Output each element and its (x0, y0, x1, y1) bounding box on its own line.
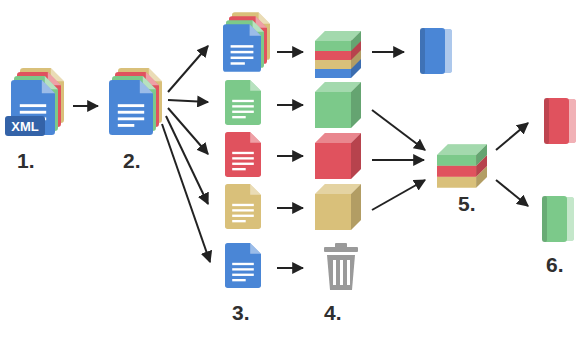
trash-can (324, 243, 358, 290)
callout-number: 4. (324, 302, 342, 323)
merged-cube (437, 144, 487, 188)
callout-number: 1. (17, 150, 35, 171)
flow-arrows (73, 46, 528, 268)
data-cubes (315, 31, 361, 230)
output-books (420, 28, 576, 242)
callout-number: 5. (458, 193, 476, 214)
xml-stack (5, 68, 64, 136)
format-badge: XML (11, 120, 38, 133)
document-stack (109, 68, 162, 135)
split-documents (223, 12, 270, 288)
callout-number: 3. (232, 302, 250, 323)
callout-number: 6. (546, 254, 564, 275)
callout-number: 2. (123, 150, 141, 171)
